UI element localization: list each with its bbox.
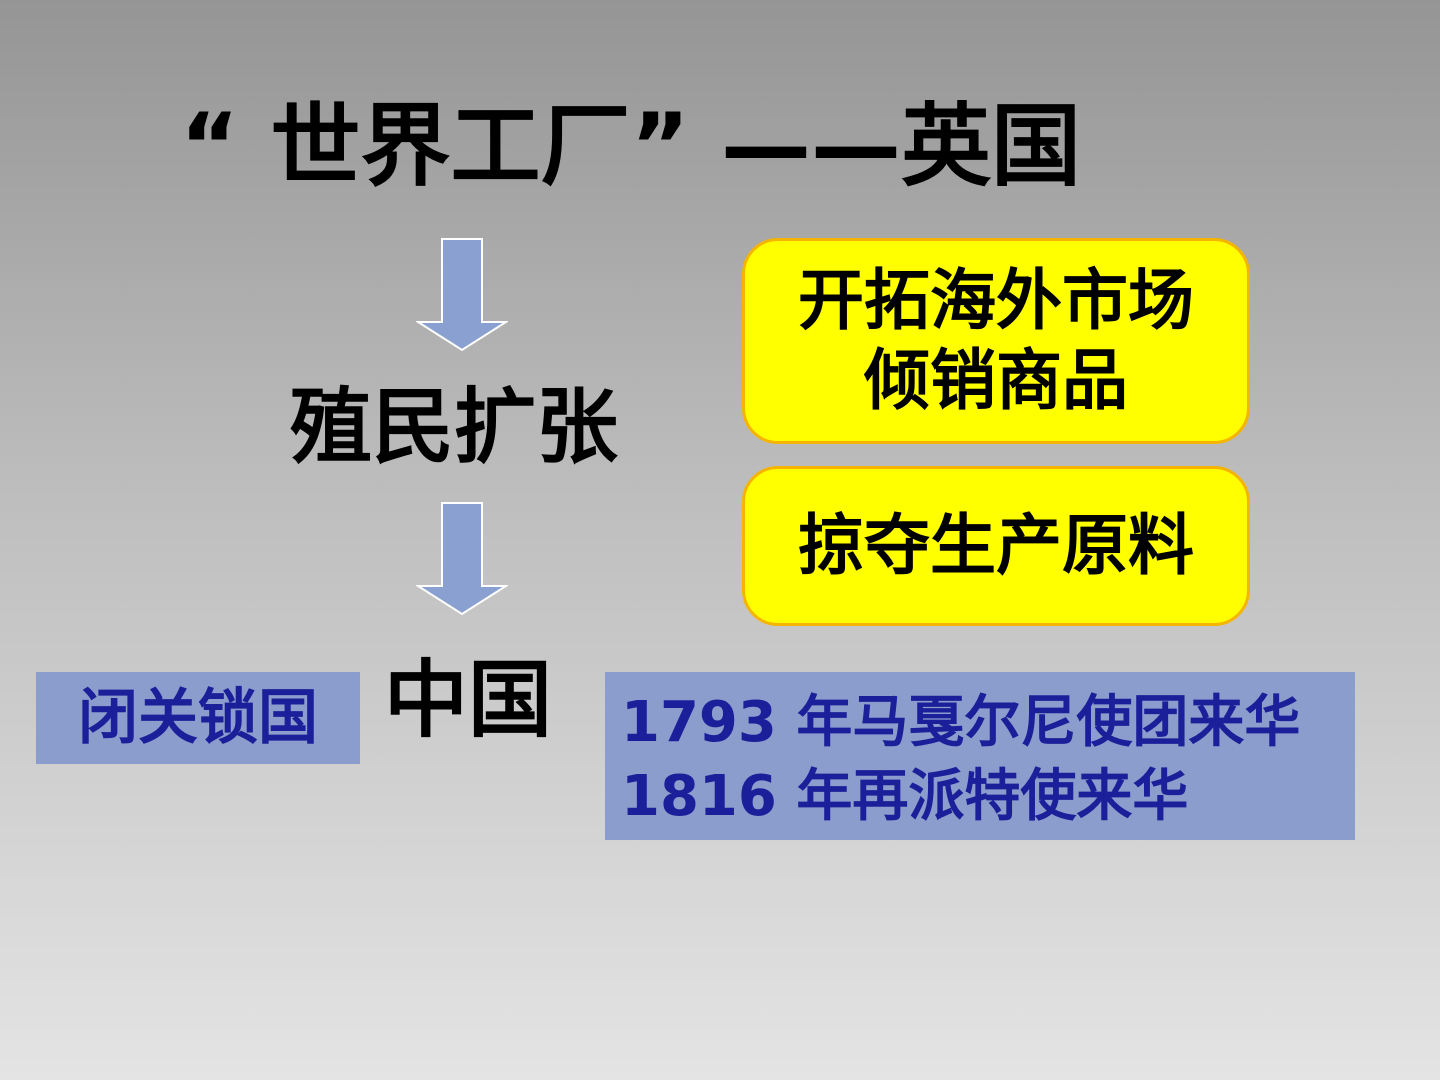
mission-1816-line: 1816 年再派特使来华 <box>621 764 1189 829</box>
closed-door-policy-box: 闭关锁国 <box>36 672 360 764</box>
down-arrow-2 <box>416 502 508 616</box>
motive-materials-line: 掠夺生产原料 <box>798 507 1194 584</box>
slide-title: “ 世界工厂” ——英国 <box>180 94 1081 199</box>
mission-1793-line: 1793 年马戛尔尼使团来华 <box>621 690 1301 755</box>
motive-market-line: 开拓海外市场 <box>798 262 1194 339</box>
colonial-expansion-label: 殖民扩张 <box>290 380 619 475</box>
motive-dumping-line: 倾销商品 <box>864 342 1128 419</box>
motive-box-market: 开拓海外市场 倾销商品 <box>742 238 1250 444</box>
china-label: 中国 <box>384 651 553 749</box>
closed-door-policy-label: 闭关锁国 <box>78 683 318 753</box>
missions-box: 1793 年马戛尔尼使团来华 1816 年再派特使来华 <box>605 672 1355 840</box>
motive-box-materials: 掠夺生产原料 <box>742 466 1250 626</box>
down-arrow-1 <box>416 238 508 352</box>
